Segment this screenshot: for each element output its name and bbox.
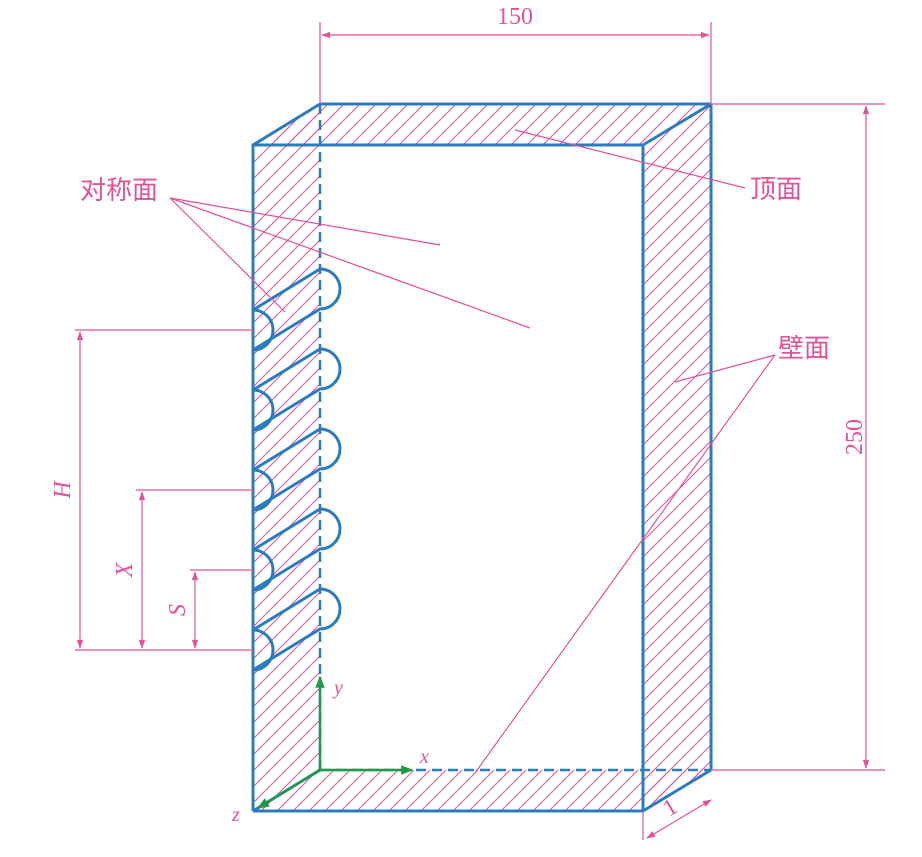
top-surface-label: 顶面 <box>750 175 802 205</box>
top-wall-hatch <box>253 104 711 145</box>
heat-source-cylinder <box>252 347 342 432</box>
S-dim-label: S <box>165 604 191 616</box>
top-left-depth-edge <box>252 102 321 147</box>
box-structure <box>251 102 713 813</box>
symmetry-leader-1 <box>169 197 441 246</box>
depth-dim-label: 1 <box>659 794 683 822</box>
depth-dim <box>646 799 712 839</box>
height-dim-label: 250 <box>842 419 868 455</box>
coordinate-axes <box>256 675 414 810</box>
y-axis-label: y <box>332 677 343 699</box>
left-wall-hatch <box>253 104 320 811</box>
dimension-lines <box>75 22 885 840</box>
bottom-wall-hatch <box>253 770 711 811</box>
front-face-outline <box>251 143 645 811</box>
top-right-depth-edge <box>642 102 712 147</box>
heat-source-cylinder <box>252 267 342 352</box>
X-dim-label: X <box>112 561 138 578</box>
heat-source-cylinder <box>252 507 342 592</box>
wall-leader-1 <box>674 354 776 383</box>
leader-lines <box>169 129 776 774</box>
symmetry-leader-2 <box>169 197 531 329</box>
z-axis <box>256 768 321 810</box>
right-wall-hatch <box>643 104 711 811</box>
heat-source-cylinder <box>252 587 342 672</box>
wall-surface-label: 壁面 <box>778 334 830 364</box>
symmetry-leader-3 <box>169 197 286 313</box>
hatched-walls <box>253 104 711 811</box>
symmetry-plane-label: 对称面 <box>80 176 158 206</box>
wall-leader-2 <box>474 354 776 774</box>
heat-source-cylinder <box>252 427 342 512</box>
x-axis-label: x <box>419 746 429 768</box>
top-leader <box>514 129 746 189</box>
heat-source-cylinders <box>252 267 342 672</box>
width-dim-label: 150 <box>497 4 533 30</box>
z-axis-label: z <box>231 804 240 826</box>
H-dim-label: H <box>50 480 76 500</box>
text-labels: 对称面 顶面 壁面 150 250 1 H X S y x z <box>50 4 868 826</box>
